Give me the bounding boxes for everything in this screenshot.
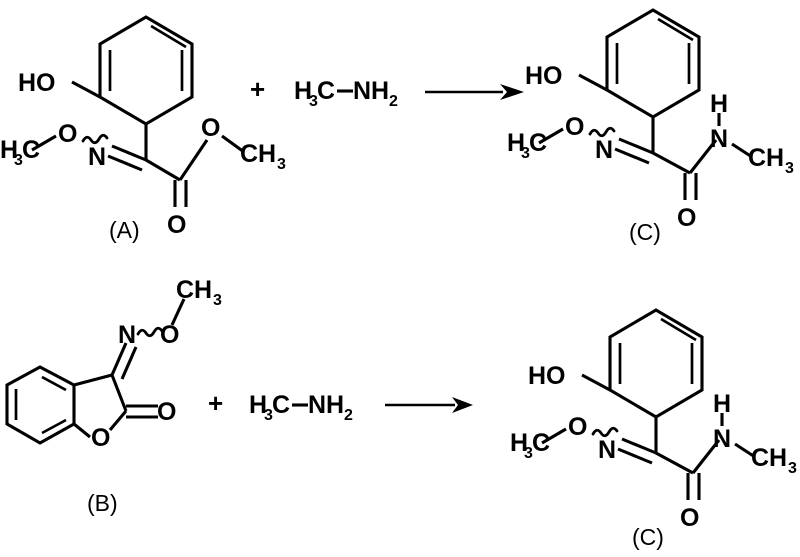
label-amide-methyl-c1: CH [748,144,784,172]
label-ester-methyl-sub-a: 3 [277,156,286,173]
label-oxime-oxygen-c1: O [565,113,584,141]
label-amide-nitrogen-c1: N [710,125,728,153]
label-methyl-h-sub-c1: 3 [521,145,530,162]
bond-o-to-methyl-a [31,134,57,152]
bond-carbonyl-to-amide-n-c2 [691,439,721,474]
bond-o-to-methyl-b [170,298,186,326]
bond-wavy-n-o-c2 [591,426,619,438]
label-amide-nitrogen-c2: N [713,425,731,453]
label-carbonyl-oxygen-c2: O [680,504,699,532]
bond-wavy-n-o-a [81,133,109,145]
bond-ring-to-hydroxyl-c1 [578,73,608,92]
bond-carbonyl-double-c1 [683,173,698,200]
bond-carbonyl-double-b [126,404,158,419]
label-imine-nitrogen-c1: N [595,136,613,164]
label-methyl-c-a: C [22,136,40,164]
bond-alpha-to-carbonyl-c1 [652,151,691,175]
label-methyl-c-c1: C [529,129,547,157]
label-amide-hydrogen-c1: H [710,90,728,118]
product-structure-c-row1: HO N O H 3 C O [507,8,794,245]
label-methyl-h-a: H [0,136,18,164]
furanone-ring-b [73,373,128,439]
bond-imine-double-b [110,342,138,380]
label-amide-methyl-sub-c1: 3 [785,160,794,177]
benzene-ring-a [98,15,194,126]
reactant-structure-b: O O N O CH 3 (B) [5,276,222,516]
label-amide-hydrogen-c2: H [713,390,731,418]
bond-o-to-methyl-c1 [538,127,564,145]
label-carbonyl-oxygen-a: O [167,211,186,239]
label-hydroxyl-a: HO [18,69,56,97]
reactant-structure-a: HO N O H 3 C O [0,15,286,243]
label-hydroxyl-c2: HO [528,362,566,390]
label-methylamine-c-row2: C [272,391,290,419]
reagent-methylamine-row2: H 3 C NH 2 [249,391,353,424]
bond-o-to-methyl-c2 [541,427,567,445]
label-methylamine-c-row1: C [317,77,335,105]
bond-imine-double-c2 [617,437,657,465]
label-methyl-c-c2: C [532,429,550,457]
label-carbonyl-oxygen-b: O [157,398,176,426]
label-ester-methyl-a: CH [240,140,276,168]
label-imine-nitrogen-b: N [118,321,136,349]
label-methylamine-h-row2: H [249,391,267,419]
label-methylamine-h-sub-row1: 3 [309,93,318,110]
reaction-arrow-row1 [425,84,524,100]
bond-imine-double-c1 [614,137,654,165]
reaction-arrow-row2 [385,397,473,413]
product-structure-c-row2: HO N O H 3 C O [510,308,797,550]
label-methylamine-nh-row2: NH [308,391,344,419]
label-oxime-oxygen-a: O [58,120,77,148]
bond-alpha-to-carbonyl-a [145,158,181,182]
label-ester-oxygen-a: O [201,114,220,142]
compound-label-c2: (C) [632,524,664,550]
compound-label-b: (B) [87,490,118,516]
label-methylamine-nh-row1: NH [353,77,389,105]
bond-carbonyl-double-c2 [686,473,701,500]
benzene-ring-c1 [605,8,701,119]
label-methyl-h-c2: H [510,429,528,457]
label-methoxy-ch-b: CH [176,276,212,304]
label-oxime-oxygen-c2: O [568,413,587,441]
label-imine-nitrogen-c2: N [598,436,616,464]
label-hydroxyl-c1: HO [525,62,563,90]
label-methylamine-nh-sub-row2: 2 [344,407,353,424]
label-oxime-oxygen-b: O [160,321,179,349]
compound-label-a: (A) [109,217,140,243]
label-lactone-oxygen-b: O [91,424,110,452]
label-amide-methyl-sub-c2: 3 [788,460,797,477]
label-methyl-h-c1: H [507,129,525,157]
bond-amide-n-to-methyl-c2 [734,442,756,459]
plus-sign-row1: + [250,74,265,104]
bond-alpha-to-carbonyl-c2 [655,451,694,475]
label-methoxy-sub-b: 3 [213,292,222,309]
bond-amide-n-to-methyl-c1 [731,142,753,159]
plus-sign-row2: + [208,388,223,418]
compound-label-c1: (C) [629,219,661,245]
label-methylamine-h-sub-row2: 3 [264,407,273,424]
reagent-methylamine-row1: H 3 C NH 2 [294,77,398,110]
bond-wavy-n-o-b [136,326,164,338]
bond-ester-o-to-methyl-a [221,134,245,154]
label-methyl-h-sub-c2: 3 [524,445,533,462]
benzene-ring-b [5,365,76,445]
label-imine-nitrogen-a: N [88,143,106,171]
bond-carbonyl-to-amide-n-c1 [688,139,718,174]
label-methylamine-nh-sub-row1: 2 [389,93,398,110]
bond-imine-double-a [107,144,147,172]
bond-carbonyl-to-ester-o-a [178,139,209,181]
bond-ring-to-hydroxyl-c2 [581,373,611,392]
benzene-ring-c2 [608,308,704,419]
label-carbonyl-oxygen-c1: O [677,204,696,232]
bond-ring-to-hydroxyl-a [71,80,101,99]
label-methylamine-h-row1: H [294,77,312,105]
label-amide-methyl-c2: CH [751,444,787,472]
label-methyl-h-sub-a: 3 [14,152,23,169]
bond-carbonyl-double-a [173,180,188,207]
bond-wavy-n-o-c1 [588,126,616,138]
